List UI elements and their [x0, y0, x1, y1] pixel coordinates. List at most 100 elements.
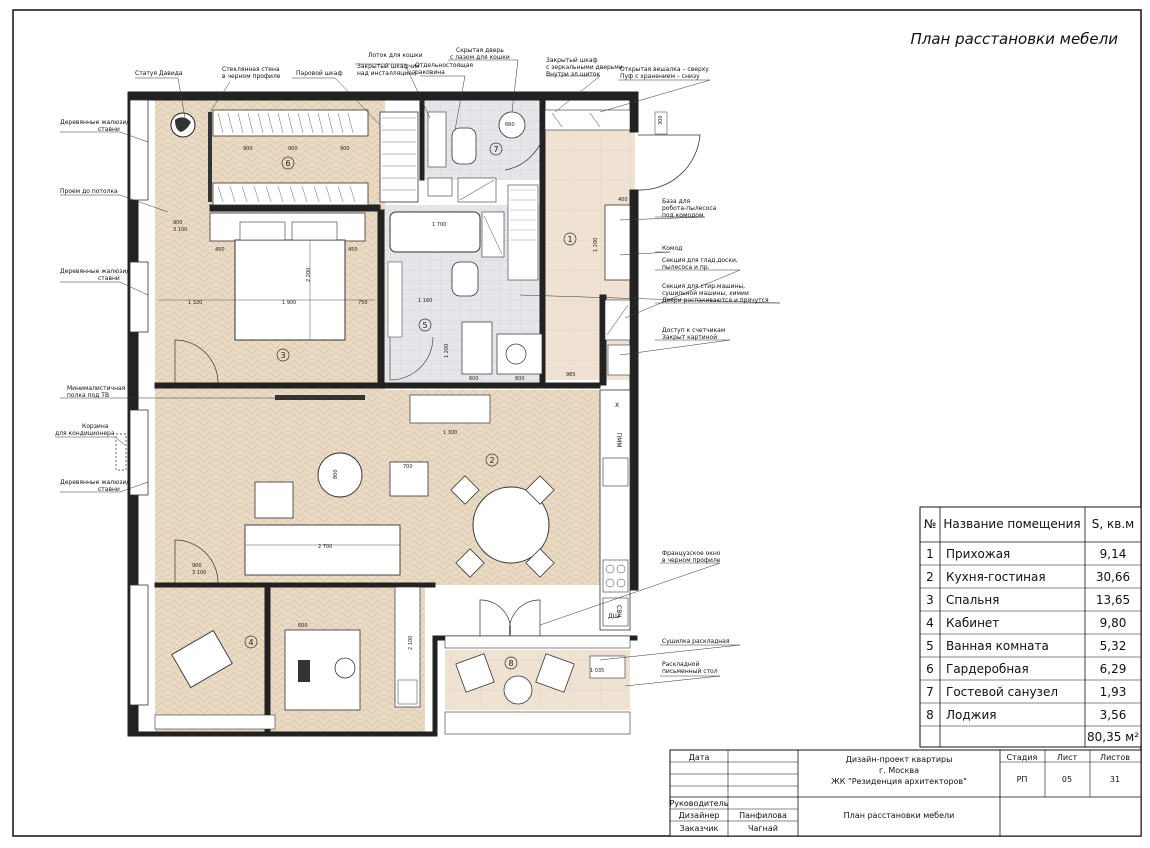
table-cell-name: Гардеробная [946, 662, 1029, 676]
svg-text:в черном профиле: в черном профиле [222, 73, 281, 80]
meter-access [607, 344, 631, 376]
svg-text:985: 985 [566, 372, 576, 378]
table-total: 80,35 м² [1087, 730, 1139, 744]
washing-machine [496, 333, 543, 375]
room-number-1 [563, 232, 577, 246]
table-header-area: S, кв.м [1092, 517, 1134, 531]
svg-text:Панфилова: Панфилова [739, 811, 787, 820]
svg-text:РП: РП [1017, 775, 1028, 784]
room-number-8 [504, 656, 518, 670]
svg-text:Закрытый шкафчик: Закрытый шкафчик [357, 63, 420, 70]
svg-text:300: 300 [658, 115, 664, 125]
svg-text:3 100: 3 100 [192, 570, 206, 576]
svg-text:Проем до потолка: Проем до потолка [60, 188, 118, 195]
dining-table [472, 486, 550, 564]
table-cell-name: Ванная комната [946, 639, 1049, 653]
bathroom-door[interactable] [389, 336, 434, 381]
glass-wall [208, 112, 212, 202]
svg-text:2 200: 2 200 [306, 268, 312, 282]
svg-text:1 200: 1 200 [266, 661, 272, 675]
svg-text:1 035: 1 035 [590, 668, 604, 674]
svg-text:ДШ: ДШ [608, 613, 619, 620]
table-cell-num: 1 [926, 547, 934, 561]
table-cell-name: Спальня [946, 593, 999, 607]
svg-text:ставни: ставни [98, 126, 120, 133]
table-cell-area: 13,65 [1096, 593, 1130, 607]
svg-text:Деревянные жалюзи/: Деревянные жалюзи/ [60, 268, 129, 275]
svg-text:в черном профиле: в черном профиле [662, 557, 721, 564]
svg-text:Х: Х [615, 402, 619, 409]
desk-chair [334, 657, 356, 679]
svg-text:ставни: ставни [98, 275, 120, 282]
sheet-frame [12, 9, 1142, 837]
svg-text:2: 2 [489, 456, 494, 465]
bed [234, 239, 346, 341]
hidden-door[interactable] [504, 129, 546, 171]
svg-text:Лоток для кошки: Лоток для кошки [368, 52, 423, 59]
study-armchair [171, 629, 233, 689]
wardrobe-bottom [212, 182, 369, 206]
bath-shelves [507, 184, 539, 281]
bottom-windows [154, 635, 631, 735]
tv-shelf [275, 395, 365, 400]
drawing-title: План расстановки мебели [910, 30, 1118, 48]
svg-text:600: 600 [298, 623, 308, 629]
table-cell-num: 8 [926, 708, 934, 722]
svg-text:Деревянные жалюзи/: Деревянные жалюзи/ [60, 119, 129, 126]
svg-text:8: 8 [508, 659, 513, 668]
walls [127, 91, 639, 737]
svg-text:Дата: Дата [689, 753, 710, 762]
svg-text:Французское окно: Французское окно [662, 550, 721, 557]
table-cell-name: Кухня-гостиная [946, 570, 1046, 584]
svg-text:600: 600 [469, 376, 479, 382]
table-cell-area: 1,93 [1100, 685, 1127, 699]
svg-text:г. Москва: г. Москва [879, 766, 919, 775]
svg-text:Двери распахиваются и прячутся: Двери распахиваются и прячутся [662, 297, 769, 304]
entrance-door[interactable] [637, 134, 701, 191]
room-number-7 [489, 142, 503, 156]
svg-text:Дизайнер: Дизайнер [678, 811, 719, 820]
title-block: Дата Дизайн-проект квартиры г. Москва ЖК… [669, 749, 1142, 837]
svg-text:Дизайн-проект квартиры: Дизайн-проект квартиры [846, 755, 953, 764]
room-number-4 [244, 635, 258, 649]
svg-text:Внутри эл.щиток: Внутри эл.щиток [546, 71, 600, 78]
svg-text:2 100: 2 100 [408, 636, 414, 650]
svg-text:Отдельностоящая: Отдельностоящая [415, 62, 473, 69]
sofa [244, 524, 401, 576]
svg-text:7: 7 [493, 145, 498, 154]
pillow-left [239, 221, 286, 241]
dishwasher [602, 597, 629, 627]
coffee-table [317, 452, 363, 498]
svg-text:31: 31 [1110, 775, 1120, 784]
table-header-num: № [924, 517, 936, 531]
loggia-chair-right [535, 653, 575, 693]
loggia-table [503, 675, 533, 705]
table-cell-name: Кабинет [946, 616, 999, 630]
svg-text:пылесоса и пр.: пылесоса и пр. [662, 264, 710, 271]
table-cell-area: 5,32 [1100, 639, 1127, 653]
table-cell-name: Лоджия [946, 708, 997, 722]
svg-text:Сушилка раскладная: Сушилка раскладная [662, 638, 730, 645]
dresser [604, 204, 631, 281]
svg-text:раковина: раковина [415, 69, 445, 76]
wc-cabinet [427, 111, 447, 168]
svg-text:900: 900 [340, 146, 350, 152]
left-windows [129, 99, 149, 706]
svg-text:Листов: Листов [1100, 753, 1130, 762]
kitchen-sink [602, 457, 629, 487]
kitchen-counter [599, 389, 631, 631]
svg-text:ставни: ставни [98, 486, 120, 493]
study-door[interactable] [174, 539, 219, 584]
wardrobe-hangers [217, 112, 354, 134]
bathtub [389, 211, 481, 253]
svg-text:3 100: 3 100 [173, 227, 187, 233]
svg-text:для кондиционера: для кондиционера [55, 430, 115, 437]
dimensions: 900 900 900 900 3 100 450 450 1 320 1 90… [173, 115, 664, 675]
svg-text:Пуф с хранением – снизу: Пуф с хранением – снизу [620, 73, 700, 80]
bedroom-door[interactable] [174, 339, 219, 384]
french-window[interactable] [479, 599, 541, 637]
svg-text:Статуя Давида: Статуя Давида [135, 70, 183, 77]
